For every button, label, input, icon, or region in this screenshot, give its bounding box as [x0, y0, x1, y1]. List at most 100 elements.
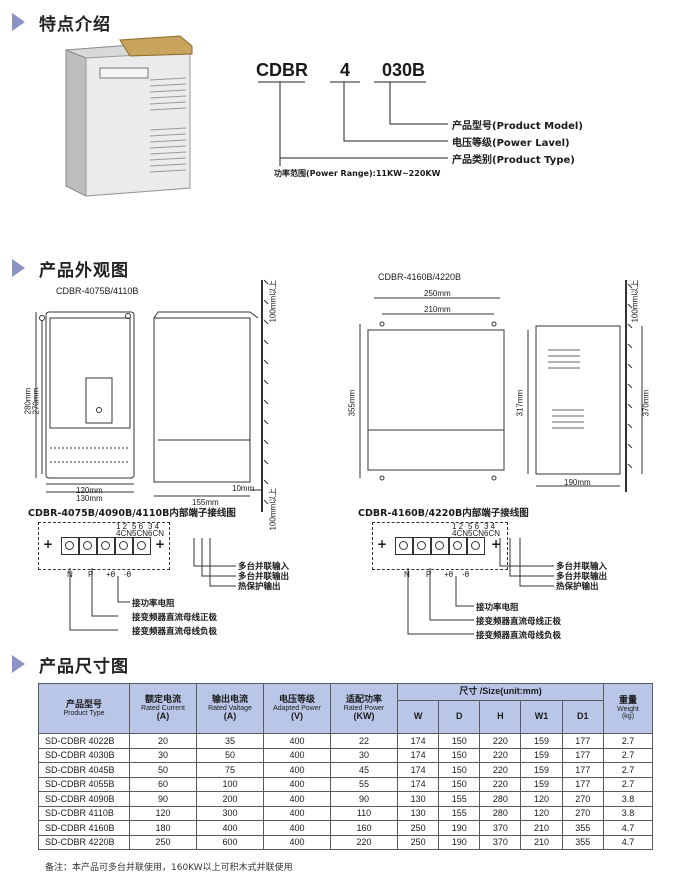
left-cn-6: 6CN — [148, 529, 165, 538]
label-power-range: 功率范围(Power Range):11KW~220KW — [274, 169, 441, 178]
col-h: H — [479, 700, 522, 734]
triangle-bullet-icon — [12, 13, 25, 31]
cell-value: 3.8 — [603, 791, 653, 807]
cell-value: 159 — [520, 747, 563, 763]
cell-value: 300 — [196, 805, 264, 821]
left-label-parallel-out: 多台并联输出 — [238, 572, 290, 582]
cell-value: 159 — [520, 733, 563, 749]
left-front-view — [35, 311, 135, 493]
cell-value: 20 — [129, 733, 197, 749]
dim-right-w2: 210mm — [424, 305, 451, 314]
cell-value: 177 — [561, 762, 605, 778]
col-model: 产品型号 Product Type — [38, 683, 130, 734]
right-mark-minus: -θ — [462, 570, 470, 579]
cell-model: SD-CDBR 4220B — [38, 834, 130, 850]
cell-value: 600 — [196, 834, 264, 850]
cell-value: 220 — [479, 747, 522, 763]
col-w: W — [396, 700, 440, 734]
terminal-screw-icon — [133, 537, 151, 555]
plus-icon: + — [42, 537, 54, 551]
right-terminal-box: + + — [372, 522, 508, 570]
label-power-level: 电压等级(Power Lavel) — [452, 138, 570, 149]
left-cn-4: 4CN — [116, 529, 133, 538]
triangle-bullet-icon — [12, 655, 25, 673]
cell-value: 60 — [129, 776, 197, 792]
cell-value: 120 — [520, 805, 563, 821]
cell-value: 2.7 — [603, 762, 653, 778]
left-label-dc-negative: 接变频器直流母线负极 — [132, 627, 218, 637]
dim-right-top: 100mm以上 — [630, 279, 640, 323]
cell-value: 280 — [479, 791, 522, 807]
cell-value: 400 — [263, 747, 331, 763]
cell-value: 400 — [263, 733, 331, 749]
right-label-resistor: 接功率电阻 — [476, 603, 519, 613]
cell-value: 220 — [479, 762, 522, 778]
dim-left-h2: 270mm — [31, 387, 41, 415]
left-cn-pins-3: 3 4 — [148, 522, 160, 531]
col-w1: W1 — [520, 700, 563, 734]
left-label-dc-positive: 接变频器直流母线正极 — [132, 613, 218, 623]
cell-value: 45 — [330, 762, 398, 778]
table-note: 备注：本产品可多台并联使用，160KW以上可积木式并联使用 — [45, 863, 293, 873]
dim-right-depth: 190mm — [564, 478, 591, 487]
dim-left-gap: 10mm — [232, 484, 255, 493]
cell-value: 155 — [438, 791, 481, 807]
terminal-screw-icon — [449, 537, 467, 555]
cell-value: 355 — [561, 820, 605, 836]
cell-value: 177 — [561, 776, 605, 792]
cell-model: SD-CDBR 4030B — [38, 747, 130, 763]
cell-value: 150 — [438, 762, 481, 778]
right-front-view — [359, 297, 505, 481]
cell-value: 100 — [196, 776, 264, 792]
left-terminal-box: + + — [38, 522, 170, 570]
terminal-screw-icon — [97, 537, 115, 555]
cell-value: 35 — [196, 733, 264, 749]
terminal-screw-icon — [467, 537, 485, 555]
right-cn-5: 5CN — [468, 529, 485, 538]
dim-right-h2: 317mm — [515, 389, 525, 417]
right-terminal-lines — [407, 538, 554, 635]
col-d: D — [438, 700, 481, 734]
cell-value: 4.7 — [603, 820, 653, 836]
cell-model: SD-CDBR 4090B — [38, 791, 130, 807]
cell-value: 174 — [396, 733, 440, 749]
col-rated-current: 额定电流 Rated Current (A) — [129, 683, 197, 734]
cell-model: SD-CDBR 4160B — [38, 820, 130, 836]
right-cn-pins-3: 3 4 — [484, 522, 496, 531]
cell-value: 400 — [263, 791, 331, 807]
cell-value: 180 — [129, 820, 197, 836]
model-code-power: 030B — [382, 60, 426, 80]
cell-value: 2.7 — [603, 776, 653, 792]
cell-value: 110 — [330, 805, 398, 821]
cell-value: 150 — [438, 776, 481, 792]
cell-value: 270 — [561, 805, 605, 821]
col-size-group: 尺寸 /Size(unit:mm) — [397, 683, 604, 701]
label-product-model: 产品型号(Product Model) — [452, 121, 583, 132]
cell-value: 120 — [520, 791, 563, 807]
right-terminal-title: CDBR-4160B/4220B内部端子接线图 — [358, 508, 529, 519]
right-label-dc-negative: 接变频器直流母线负极 — [476, 631, 562, 641]
cell-value: 174 — [396, 747, 440, 763]
cell-value: 250 — [129, 834, 197, 850]
col-voltage: 电压等级 Adapted Power (V) — [263, 683, 331, 734]
col-d1: D1 — [561, 700, 605, 734]
terminal-screw-icon — [431, 537, 449, 555]
right-cn-4: 4CN — [452, 529, 469, 538]
section-appearance-title: 产品外观图 — [12, 256, 129, 281]
cell-value: 400 — [196, 820, 264, 836]
right-label-thermal-out: 热保护输出 — [556, 582, 599, 592]
cell-value: 174 — [396, 776, 440, 792]
terminal-screw-icon — [413, 537, 431, 555]
right-mark-n: N — [404, 570, 410, 579]
left-terminal-title: CDBR-4075B/4090B/4110B内部端子接线图 — [28, 508, 236, 519]
spec-table: 产品型号 Product Type 额定电流 Rated Current (A)… — [38, 683, 653, 850]
right-label-dc-positive: 接变频器直流母线正极 — [476, 617, 562, 627]
right-model-title: CDBR-4160B/4220B — [378, 272, 462, 282]
model-code-series: CDBR — [256, 60, 308, 80]
cell-value: 90 — [129, 791, 197, 807]
dim-right-h1: 355mm — [347, 389, 357, 417]
